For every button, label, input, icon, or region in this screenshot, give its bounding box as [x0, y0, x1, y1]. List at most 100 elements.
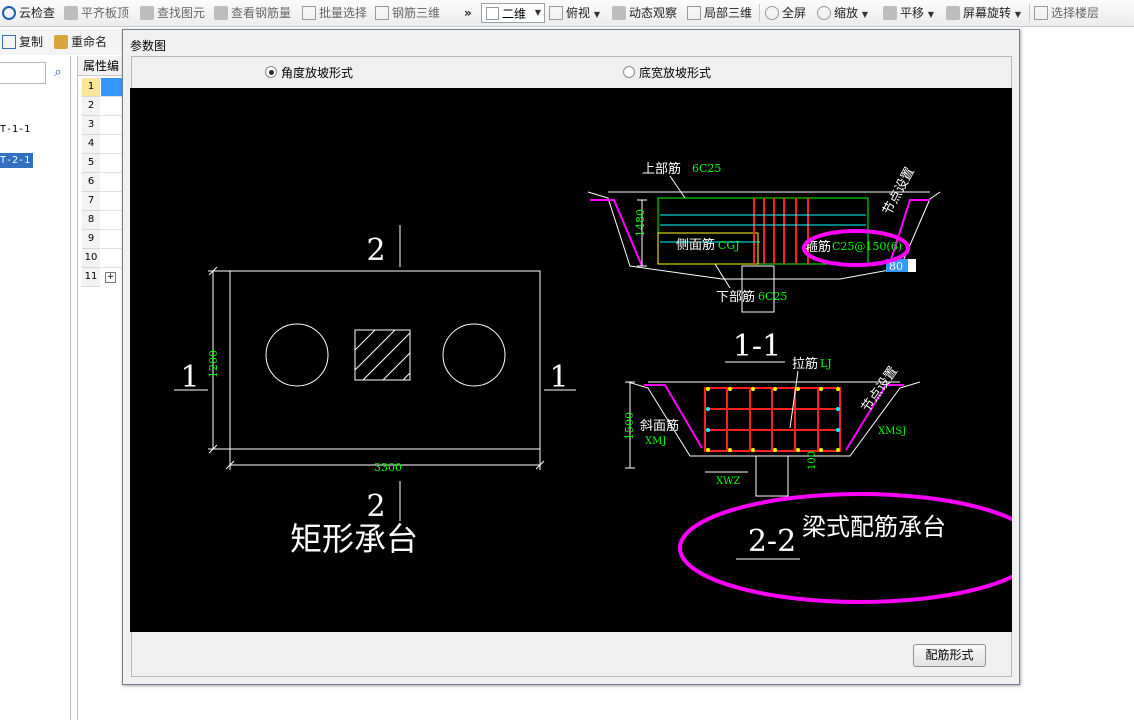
view-rebar-button[interactable]: 查看钢筋量: [214, 0, 291, 26]
rotate-screen-button[interactable]: 屏幕旋转 ▼: [946, 0, 1021, 26]
highlight-ellipse-beam-cap: [678, 492, 1042, 604]
find-element-button[interactable]: 查找图元: [140, 0, 205, 26]
radio-angle-slope[interactable]: 角度放坡形式: [265, 64, 353, 81]
top-view-button[interactable]: 俯视 ▼: [549, 0, 600, 26]
dim-100-label: 100: [807, 451, 818, 470]
property-cell[interactable]: [101, 192, 126, 211]
cloud-check-icon: [2, 6, 16, 20]
rename-button[interactable]: 重命名: [54, 29, 107, 55]
cloud-check-button[interactable]: 云检查: [2, 0, 55, 26]
rebar-3d-button[interactable]: 钢筋三维: [375, 0, 440, 26]
side-rebar-box: [657, 232, 759, 265]
stirrup-label: 箍筋: [805, 239, 831, 255]
property-cell[interactable]: [101, 249, 126, 268]
text-cursor: [908, 259, 916, 272]
row-number[interactable]: 2: [82, 97, 100, 116]
copy-icon: [2, 35, 16, 49]
tie-code: LJ: [820, 357, 832, 370]
slope-rebar-code: XMJ: [645, 436, 666, 447]
node-setting-1: 节点设置: [880, 165, 918, 218]
tie-label: 拉筋: [792, 356, 818, 372]
row-number[interactable]: 8: [82, 211, 100, 230]
highlight-ellipse-stirrup: [802, 229, 910, 267]
toolbar-overflow-button[interactable]: »: [464, 6, 472, 20]
secondary-toolbar: 复制 重命名: [0, 29, 130, 55]
row-number[interactable]: 6: [82, 173, 100, 192]
row-number[interactable]: 3: [82, 116, 100, 135]
property-cell[interactable]: [101, 116, 126, 135]
toolbar-divider: [759, 4, 760, 22]
pan-button[interactable]: 平移 ▼: [883, 0, 934, 26]
pile-stub-2: [755, 455, 789, 497]
slope-rebar-left: [590, 199, 643, 267]
copy-button[interactable]: 复制: [2, 29, 43, 55]
fullscreen-icon: [765, 6, 779, 20]
zoom-icon: [817, 6, 831, 20]
section-2-2: 1500 拉筋 LJ 斜面筋 XMJ XMSJ 节点设置 XWZ 100 2-2…: [623, 356, 1042, 604]
slope-rebar-right-2: [845, 384, 904, 451]
section-1-1: 1480 上部筋 6C25 侧面筋 CGJ 箍筋 C25@150(6) 下部筋 …: [587, 161, 941, 364]
toolbar-divider: [1029, 4, 1030, 22]
property-cell[interactable]: [101, 78, 126, 97]
orbit-icon: [612, 6, 626, 20]
slope-rebar-right: [889, 199, 930, 264]
select-floor-button[interactable]: 选择楼层: [1034, 0, 1099, 26]
pile-circle-left: [265, 323, 329, 387]
batch-select-button[interactable]: 批量选择: [302, 0, 367, 26]
property-cell[interactable]: [101, 135, 126, 154]
row-number[interactable]: 5: [82, 154, 100, 173]
row-number[interactable]: 11: [82, 268, 100, 287]
beam-rebar-grid: [705, 388, 840, 451]
rotate-icon: [946, 6, 960, 20]
property-cell[interactable]: [101, 211, 126, 230]
binoculars-icon: [140, 6, 154, 20]
chevron-down-icon: ▼: [927, 10, 934, 19]
property-cell[interactable]: [101, 230, 126, 249]
dim-height-label: 1200: [207, 350, 220, 378]
section-1-1-caption: 1-1: [733, 329, 781, 364]
row-number[interactable]: 7: [82, 192, 100, 211]
hatch-lines: [354, 329, 411, 381]
batch-select-icon: [302, 6, 316, 20]
chevron-down-icon: ▼: [1014, 10, 1021, 19]
view-mode-select[interactable]: 二维 ▼: [481, 3, 545, 23]
node-setting-2: 节点设置: [859, 364, 901, 415]
side-rebar-code: CGJ: [718, 239, 740, 252]
local-3d-button[interactable]: 局部三维: [687, 0, 752, 26]
rect-cap-caption: 矩形承台: [290, 520, 418, 558]
square-icon: [486, 7, 499, 20]
rebar-form-button[interactable]: 配筋形式: [913, 644, 986, 667]
dynamic-view-button[interactable]: 动态观察: [612, 0, 677, 26]
row-number[interactable]: 1: [82, 78, 100, 97]
row-number[interactable]: 9: [82, 230, 100, 249]
chevron-down-icon: ▼: [593, 10, 600, 19]
radio-unselected-icon: [623, 66, 635, 78]
row-number[interactable]: 4: [82, 135, 100, 154]
property-cell[interactable]: [101, 173, 126, 192]
search-icon[interactable]: ⌕: [54, 65, 62, 80]
fullscreen-button[interactable]: 全屏: [765, 0, 806, 26]
parameter-drawing: 1200 3300 2 2 1 1 矩形承台 1480: [174, 161, 1042, 604]
local-3d-icon: [687, 6, 701, 20]
expand-icon[interactable]: +: [105, 272, 116, 283]
align-top-button[interactable]: 平齐板顶: [64, 0, 129, 26]
slope-rebar-left-2: [644, 384, 703, 449]
search-input[interactable]: [0, 62, 46, 84]
section-2-2-height: 1500: [623, 412, 636, 440]
row-number[interactable]: 10: [82, 249, 100, 268]
section-mark-1-right: 1: [549, 360, 568, 395]
radio-selected-icon: [265, 66, 277, 78]
zoom-button[interactable]: 缩放 ▼: [817, 0, 868, 26]
tree-item[interactable]: T-1-1: [0, 124, 31, 135]
radio-bottom-width-slope[interactable]: 底宽放坡形式: [623, 64, 711, 81]
tree-item-selected[interactable]: T-2-1: [0, 153, 34, 168]
beam-cap-caption: 梁式配筋承台: [802, 513, 946, 541]
property-cell[interactable]: [101, 97, 126, 116]
property-cell[interactable]: [101, 154, 126, 173]
slope-rebar-code-right: XMSJ: [878, 426, 906, 437]
side-rebar-label: 侧面筋: [676, 237, 715, 253]
chevron-down-icon: ▼: [861, 10, 868, 19]
rebar-dots: [706, 387, 840, 452]
stirrup-code: C25@150(6): [832, 240, 902, 253]
